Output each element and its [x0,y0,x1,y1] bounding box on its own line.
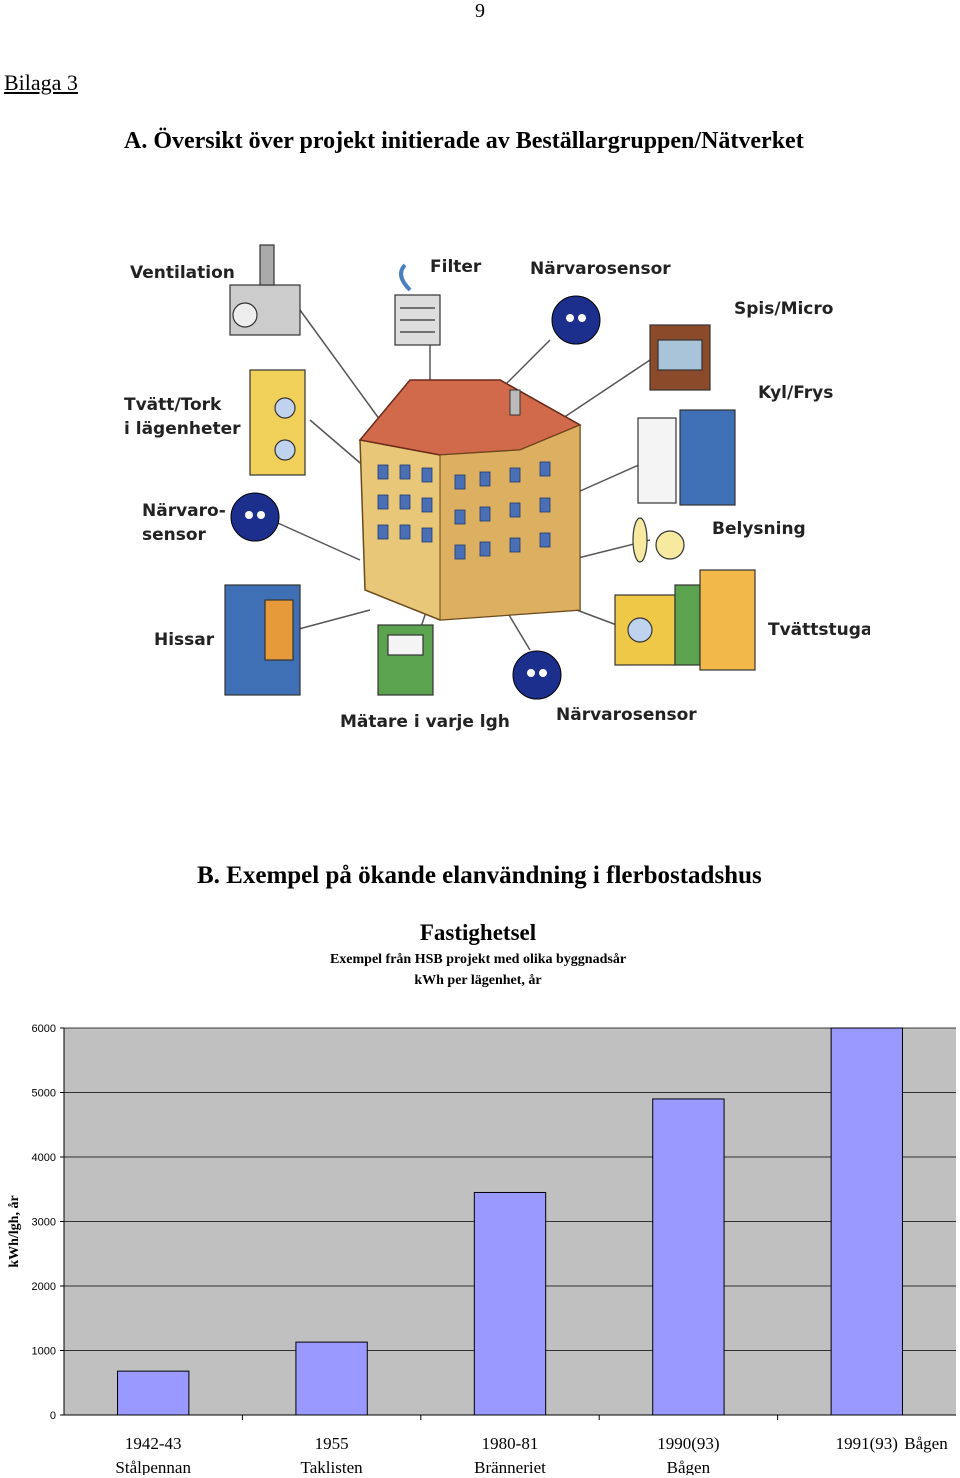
x-category-year: 1955 [315,1434,349,1453]
label-meter: Mätare i varje lgh [340,712,510,732]
chart-subtitle-line1: Exempel från HSB projekt med olika byggn… [330,952,626,967]
label-filter: Filter [430,257,482,277]
y-tick-label: 5000 [32,1088,56,1100]
presence-sensor-icon [230,295,601,700]
y-tick-label: 2000 [32,1281,56,1293]
label-presence-left-line2: sensor [142,525,207,545]
x-category-name: Bågen [904,1434,948,1453]
appendix-heading: Bilaga 3 [4,70,78,95]
section-a-title: A. Översikt över projekt initierade av B… [124,128,804,154]
y-tick-label: 4000 [32,1152,56,1164]
energy-illustration: Ventilation Filter Närvarosensor Spis/Mi… [124,244,870,732]
y-tick-label: 6000 [32,1023,56,1035]
x-category-year: 1942-43 [125,1434,182,1453]
x-category-name: Bränneriet [474,1458,546,1475]
label-ventilation: Ventilation [130,263,235,283]
fridge-unit [637,409,736,506]
label-elevator: Hissar [154,630,215,650]
x-category-year: 1980-81 [482,1434,539,1453]
label-laundry: Tvättstuga [768,620,870,640]
chart-subtitle-line2: kWh per lägenhet, år [414,973,541,988]
label-stove: Spis/Micro [734,299,833,319]
y-axis-label: kWh/lgh, år [7,1195,22,1267]
y-axis-ticks: 0 1000 2000 3000 4000 5000 6000 [32,1023,64,1422]
y-tick-label: 3000 [32,1217,56,1229]
x-category-name: Bågen [667,1458,711,1475]
label-fridge: Kyl/Frys [758,383,833,403]
ventilation-unit [229,244,301,336]
bar-2 [473,1191,547,1416]
label-presence-bottom: Närvarosensor [556,705,697,725]
washer-unit [249,369,306,476]
y-tick-label: 0 [50,1410,56,1422]
bar-1 [295,1341,368,1416]
x-category-year: 1991(93) [836,1434,898,1453]
label-washer-line1: Tvätt/Tork [124,395,222,415]
bars [117,1027,903,1416]
label-presence-top: Närvarosensor [530,259,671,279]
bar-4 [830,1027,903,1416]
page-number: 9 [475,0,485,22]
electricity-chart: Fastighetsel Exempel från HSB projekt me… [7,920,956,1475]
x-category-year: 1990(93) [657,1434,719,1453]
laundry-unit [614,569,756,671]
section-b-title: B. Exempel på ökande elanvändning i fler… [197,862,762,889]
label-presence-left-line1: Närvaro- [142,501,226,521]
filter-unit [394,263,441,346]
y-tick-label: 1000 [32,1346,56,1358]
meter-unit [377,624,434,696]
x-category-name: Stålpennan [115,1458,191,1475]
chart-title: Fastighetsel [420,920,536,945]
apartment-building [358,379,582,621]
x-category-name: Taklisten [301,1458,364,1475]
bar-0 [117,1370,190,1416]
label-washer-line2: i lägenheter [124,419,241,439]
label-lighting: Belysning [712,519,806,539]
stove-unit [649,324,711,391]
bar-3 [652,1098,725,1416]
lamp-icons [632,517,685,563]
elevator-unit [224,584,301,696]
